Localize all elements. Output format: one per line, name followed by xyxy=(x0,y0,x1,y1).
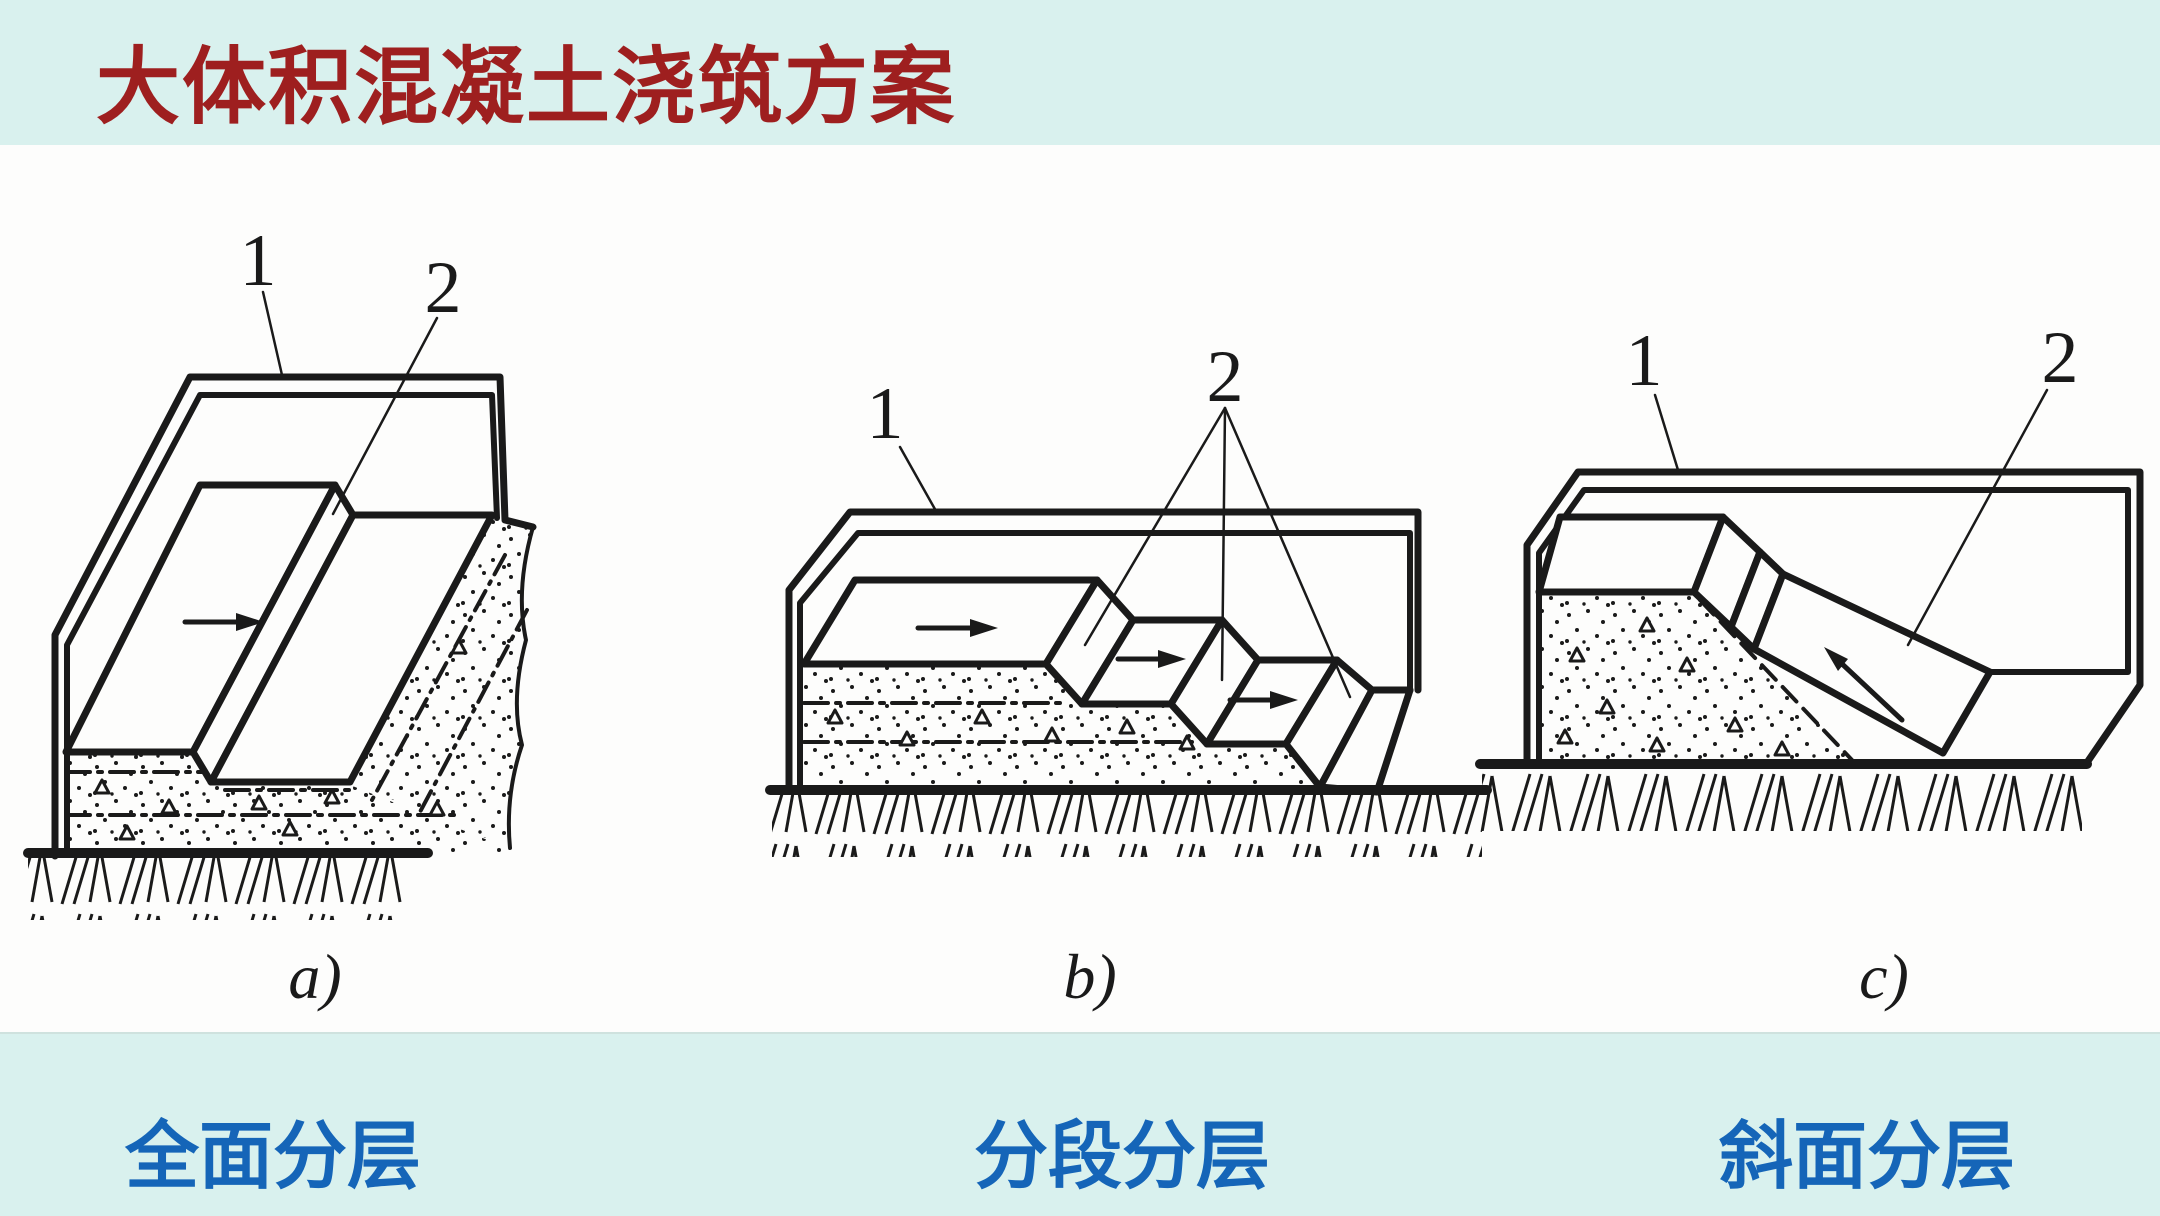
leader-lines-layer xyxy=(1083,406,1352,699)
diagram-segmented-layering: 1 2 b) xyxy=(765,336,1492,1012)
diagram-inclined-layering: 1 2 c) xyxy=(1475,317,2144,1012)
label-layer: 2 xyxy=(425,247,462,329)
leader-line-layer xyxy=(331,316,439,516)
formwork-outline xyxy=(51,373,537,860)
old-layer-section xyxy=(350,515,533,848)
pour-direction-arrow xyxy=(1824,647,1905,723)
figure-letter: a) xyxy=(288,941,341,1012)
inclined-pour-face xyxy=(1750,570,1994,757)
section-dashdot xyxy=(370,553,529,814)
leader-line-formwork xyxy=(898,445,938,513)
base-layer-stipple xyxy=(66,755,505,853)
page-title: 大体积混凝土浇筑方案 xyxy=(96,40,957,134)
label-formwork: 1 xyxy=(240,220,277,302)
caption-segmented-layering: 分段分层 xyxy=(974,1114,1270,1198)
base-dashdot-lines xyxy=(64,770,462,817)
caption-full-face-layering: 全面分层 xyxy=(125,1114,421,1198)
label-formwork: 1 xyxy=(867,373,904,455)
pour-direction-arrow xyxy=(1227,691,1298,709)
diagram-full-face-layering: 1 2 a) xyxy=(23,220,537,1012)
pour-direction-arrow xyxy=(915,619,998,637)
label-layer: 2 xyxy=(2042,317,2079,399)
slope-dashed-boundary xyxy=(1698,598,1854,762)
formwork-outline xyxy=(1523,468,2144,768)
ground-hatching xyxy=(1482,769,2082,831)
pour-direction-arrow xyxy=(182,613,264,631)
top-banner xyxy=(0,0,2160,145)
lower-layer-top xyxy=(207,511,496,786)
base-dashdot-lines xyxy=(802,701,1202,744)
formwork-inner-line xyxy=(64,392,500,856)
base-layer-stipple xyxy=(804,667,1320,789)
leader-line-formwork xyxy=(1653,393,1680,472)
label-formwork: 1 xyxy=(1626,320,1663,402)
formwork-outline xyxy=(785,508,1422,794)
leader-line-formwork xyxy=(261,290,284,377)
figure-letter: b) xyxy=(1063,941,1116,1012)
base-layer-stipple xyxy=(1539,594,1858,764)
pour-direction-arrow xyxy=(1115,650,1186,668)
bottom-banner xyxy=(0,1032,2160,1216)
ground-hatching xyxy=(772,795,1482,857)
formwork-inner-line xyxy=(797,530,1413,793)
leader-line-layer xyxy=(1906,388,2049,647)
caption-inclined-layering: 斜面分层 xyxy=(1719,1114,2015,1198)
label-layer: 2 xyxy=(1207,336,1244,418)
torn-edge xyxy=(506,525,535,850)
ground-hatching xyxy=(28,858,408,920)
figure-letter: c) xyxy=(1859,941,1909,1012)
